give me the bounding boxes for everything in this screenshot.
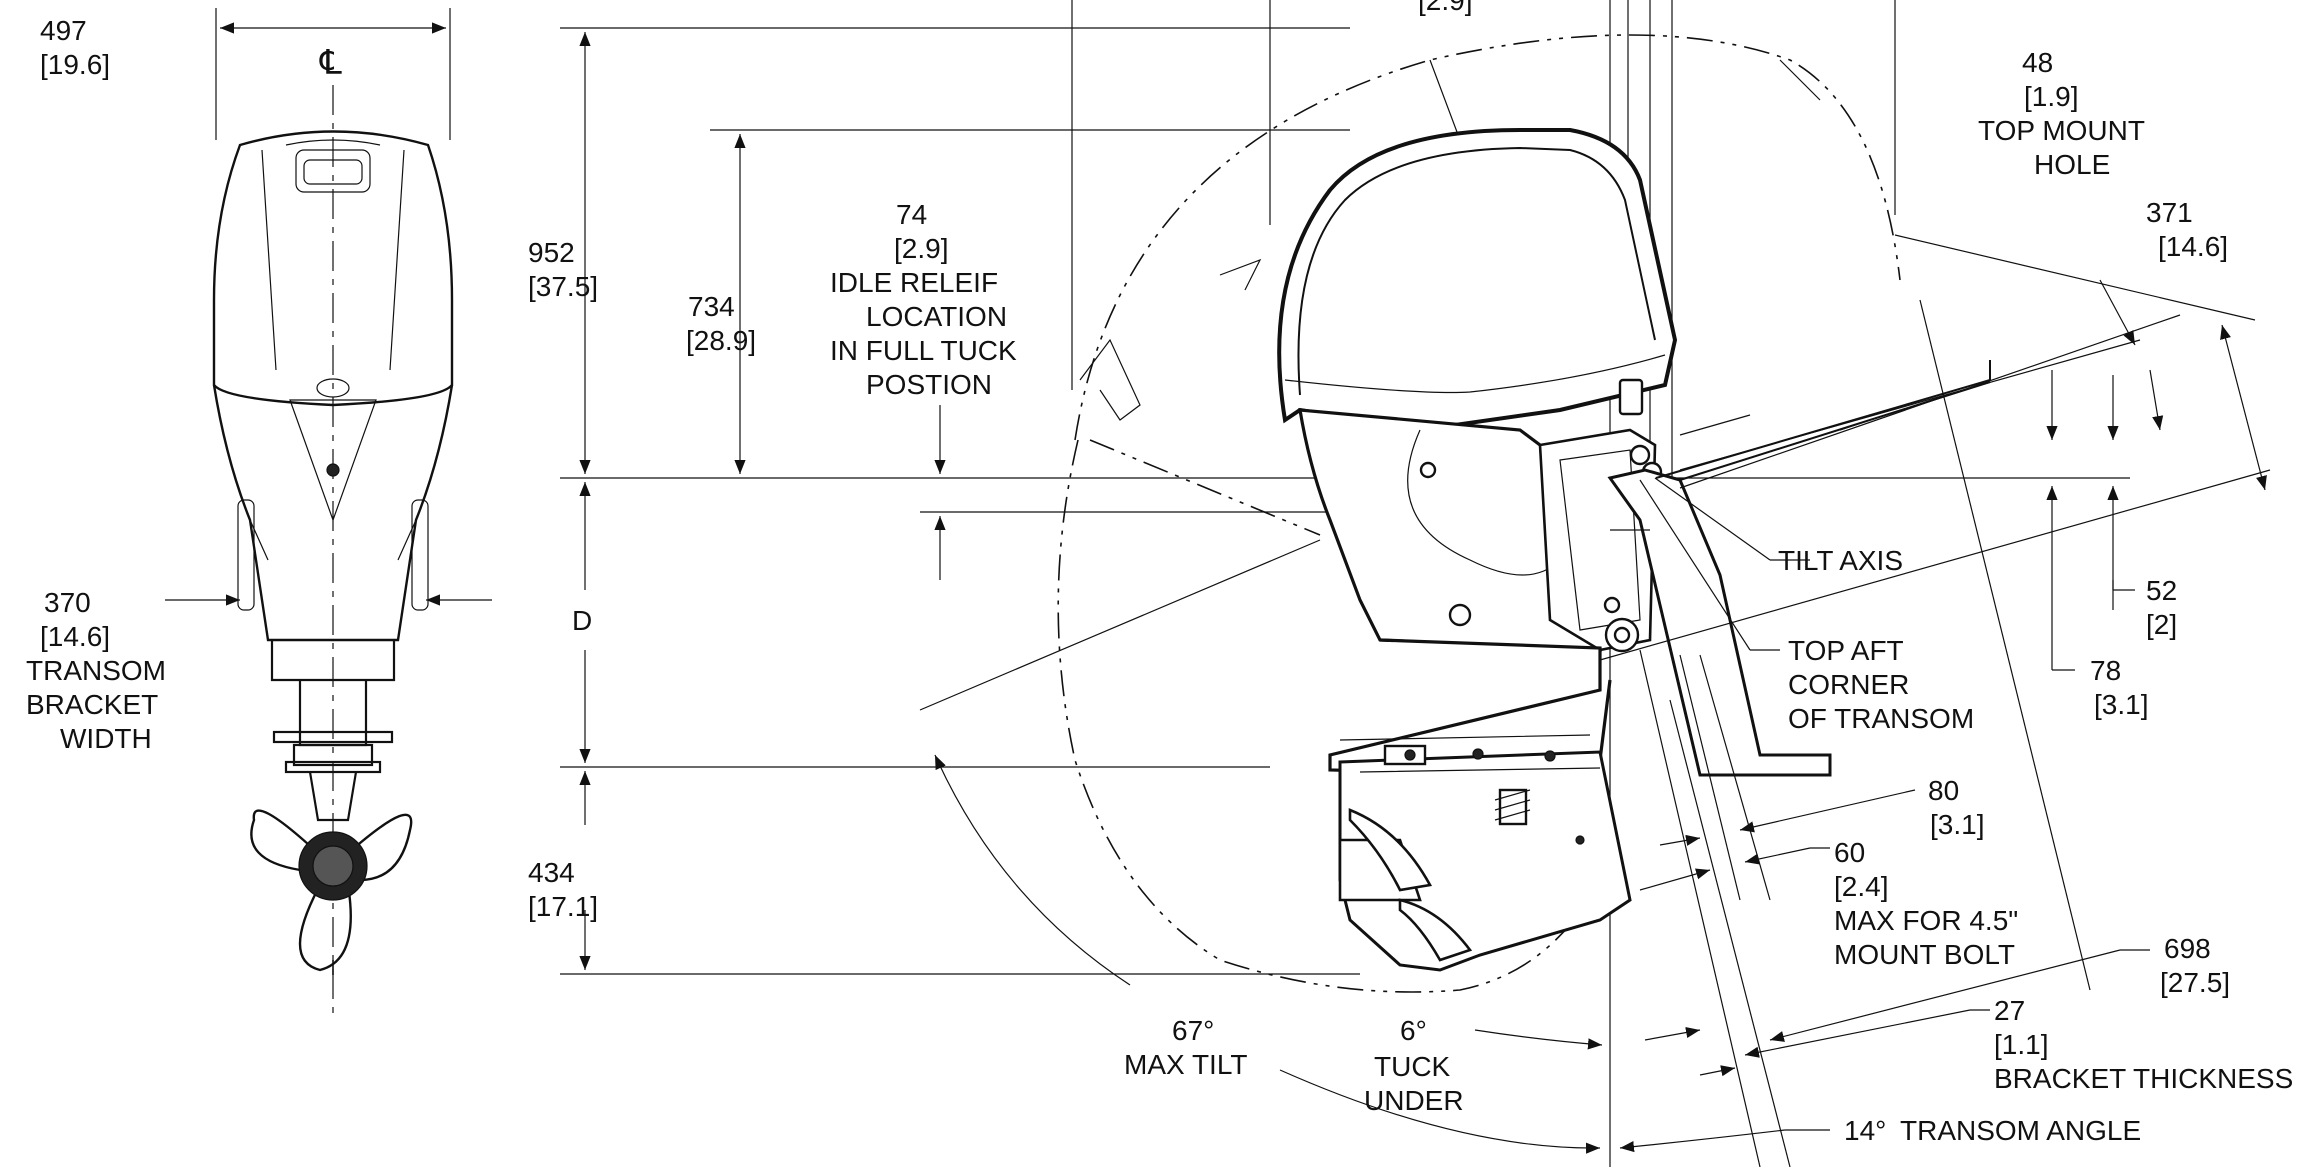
top-aft-corner-line-1: TOP AFT [1788, 635, 1904, 666]
bracket-thickness-inches: [1.1] [1994, 1029, 2048, 1060]
rear-view [165, 8, 492, 1020]
transom-bracket-line-2: BRACKET [26, 689, 158, 720]
dim-371-inches: [14.6] [2158, 231, 2228, 262]
idle-relief-line-3: IN FULL TUCK [830, 335, 1017, 366]
idle-relief-line-2: LOCATION [866, 301, 1007, 332]
top-mount-hole-line-2: HOLE [2034, 149, 2110, 180]
height-952-inches: [37.5] [528, 271, 598, 302]
side-view [560, 0, 2271, 1167]
transom-angle-label: 14° TRANSOM ANGLE [1844, 1115, 2141, 1146]
idle-relief-inches: [2.9] [894, 233, 948, 264]
top-aft-corner-line-3: OF TRANSOM [1788, 703, 1974, 734]
dim-80-inches: [3.1] [1930, 809, 1984, 840]
idle-relief-value: 74 [896, 199, 927, 230]
idle-relief-line-4: POSTION [866, 369, 992, 400]
top-mount-hole-label: 48 [1.9] TOP MOUNT HOLE [1978, 47, 2145, 180]
height-734-label: 734 [28.9] [686, 291, 756, 356]
transom-bracket-width-label: 370 [14.6] TRANSOM BRACKET WIDTH [26, 587, 166, 754]
top-mount-hole-value: 48 [2022, 47, 2053, 78]
transom-angle-text: TRANSOM ANGLE [1900, 1115, 2141, 1146]
max-tilt-text: MAX TILT [1124, 1049, 1247, 1080]
height-952-label: 952 [37.5] [528, 237, 598, 302]
transom-bracket-value: 370 [44, 587, 91, 618]
bracket-thickness-label: 27 [1.1] BRACKET THICKNESS [1994, 995, 2293, 1094]
bracket-thickness-text: BRACKET THICKNESS [1994, 1063, 2293, 1094]
mount-bolt-line-2: MOUNT BOLT [1834, 939, 2015, 970]
dim-78-value: 78 [2090, 655, 2121, 686]
dim-52-value: 52 [2146, 575, 2177, 606]
rear-width-value: 497 [40, 15, 87, 46]
dim-371-label: 371 [14.6] [2146, 197, 2228, 262]
top-aft-corner-line-2: CORNER [1788, 669, 1909, 700]
top-mount-hole-inches: [1.9] [2024, 81, 2078, 112]
max-tilt-label: 67° MAX TILT [1124, 1015, 1247, 1080]
top-mount-hole-line-1: TOP MOUNT [1978, 115, 2145, 146]
transom-bracket-line-1: TRANSOM [26, 655, 166, 686]
idle-relief-line-1: IDLE RELEIF [830, 267, 998, 298]
transom-bracket-line-3: WIDTH [60, 723, 152, 754]
max-tilt-angle: 67° [1172, 1015, 1214, 1046]
mount-bolt-label: 60 [2.4] MAX FOR 4.5" MOUNT BOLT [1834, 837, 2018, 970]
tuck-under-label: 6° TUCK UNDER [1364, 1015, 1464, 1116]
centerline-symbol: ℄ [319, 44, 342, 82]
height-952-value: 952 [528, 237, 575, 268]
rear-width-label: 497 [19.6] [40, 15, 110, 80]
idle-relief-label: 74 [2.9] IDLE RELEIF LOCATION IN FULL TU… [830, 199, 1017, 400]
lower-434-value: 434 [528, 857, 575, 888]
lower-434-label: 434 [17.1] [528, 857, 598, 922]
top-aft-corner-label: TOP AFT CORNER OF TRANSOM [1788, 635, 1974, 734]
dim-698-label: 698 [27.5] [2160, 933, 2230, 998]
top-value-fragment: [2.9] [1418, 0, 1472, 16]
tuck-under-line-2: UNDER [1364, 1085, 1464, 1116]
mount-bolt-value: 60 [1834, 837, 1865, 868]
dim-78-label: 78 [3.1] [2090, 655, 2148, 720]
dim-52-inches: [2] [2146, 609, 2177, 640]
lower-434-inches: [17.1] [528, 891, 598, 922]
dim-80-label: 80 [3.1] [1928, 775, 1984, 840]
height-734-inches: [28.9] [686, 325, 756, 356]
tuck-under-line-1: TUCK [1374, 1051, 1451, 1082]
transom-bracket-inches: [14.6] [40, 621, 110, 652]
transom-angle-value: 14° [1844, 1115, 1886, 1146]
tilt-axis-label: TILT AXIS [1778, 545, 1903, 576]
dim-78-inches: [3.1] [2094, 689, 2148, 720]
height-734-value: 734 [688, 291, 735, 322]
dim-698-inches: [27.5] [2160, 967, 2230, 998]
mount-bolt-line-1: MAX FOR 4.5" [1834, 905, 2018, 936]
mount-bolt-inches: [2.4] [1834, 871, 1888, 902]
dim-371-value: 371 [2146, 197, 2193, 228]
dim-698-value: 698 [2164, 933, 2211, 964]
dim-80-value: 80 [1928, 775, 1959, 806]
bracket-thickness-value: 27 [1994, 995, 2025, 1026]
tuck-under-angle: 6° [1400, 1015, 1427, 1046]
propeller-rear [250, 809, 413, 975]
dim-52-label: 52 [2] [2146, 575, 2177, 640]
rear-width-inches: [19.6] [40, 49, 110, 80]
d-dimension-label: D [572, 605, 592, 636]
